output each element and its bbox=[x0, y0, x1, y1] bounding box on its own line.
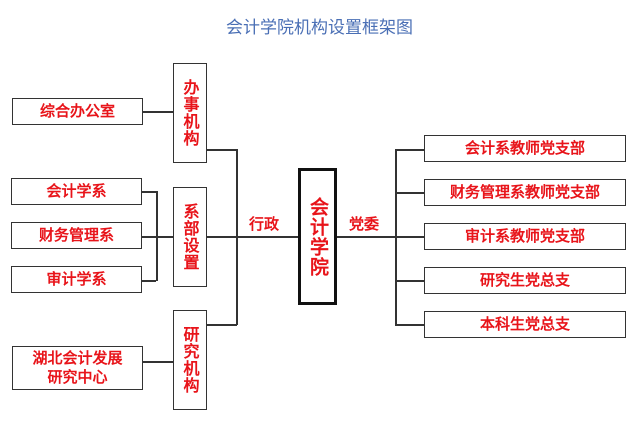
party-branch-box: 会计系教师党支部 bbox=[424, 135, 626, 162]
connector bbox=[143, 111, 173, 113]
party-branch-box: 审计系教师党支部 bbox=[424, 223, 626, 250]
connector bbox=[143, 361, 173, 363]
connector bbox=[207, 149, 237, 151]
office-box: 综合办公室 bbox=[12, 98, 143, 125]
audit-dept-box: 审计学系 bbox=[11, 266, 142, 293]
connector bbox=[142, 191, 156, 193]
college-box: 会计学院 bbox=[298, 168, 337, 305]
connector bbox=[207, 324, 237, 326]
finance-dept-box: 财务管理系 bbox=[11, 222, 142, 249]
connector bbox=[395, 324, 424, 326]
connector bbox=[142, 280, 156, 282]
departments-box: 系部设置 bbox=[173, 187, 207, 287]
accounting-dept-box: 会计学系 bbox=[11, 178, 142, 205]
party-label: 党委 bbox=[349, 215, 380, 233]
connector bbox=[337, 236, 424, 238]
diagram-title: 会计学院机构设置框架图 bbox=[226, 18, 413, 38]
connector bbox=[395, 280, 424, 282]
connector bbox=[395, 149, 397, 326]
admin-label: 行政 bbox=[249, 215, 280, 233]
party-branch-box: 研究生党总支 bbox=[424, 267, 626, 294]
connector bbox=[142, 236, 173, 238]
admin-offices-box: 办事机构 bbox=[173, 63, 207, 163]
connector bbox=[395, 149, 424, 151]
research-center-box: 湖北会计发展研究中心 bbox=[12, 346, 143, 390]
connector bbox=[395, 192, 424, 194]
party-branch-box: 本科生党总支 bbox=[424, 311, 626, 338]
connector bbox=[207, 236, 298, 238]
party-branch-box: 财务管理系教师党支部 bbox=[424, 179, 626, 206]
research-box: 研究机构 bbox=[173, 310, 207, 410]
